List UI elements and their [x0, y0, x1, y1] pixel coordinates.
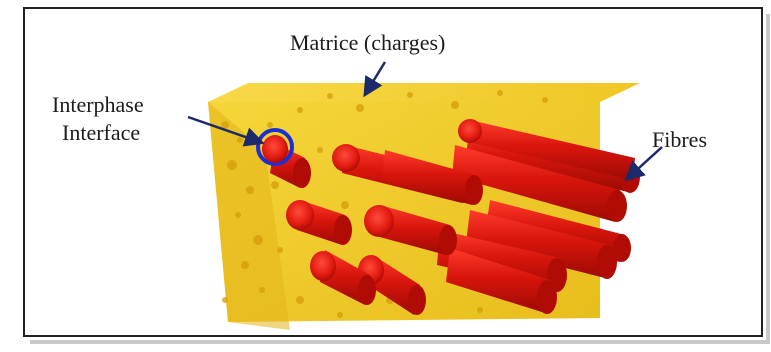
fibres-label: Fibres — [652, 127, 707, 153]
matrix-label: Matrice (charges) — [290, 30, 445, 56]
matrix-top-face — [208, 83, 640, 102]
interphase-label: Interphase — [52, 92, 144, 118]
interface-label: Interface — [62, 120, 140, 146]
